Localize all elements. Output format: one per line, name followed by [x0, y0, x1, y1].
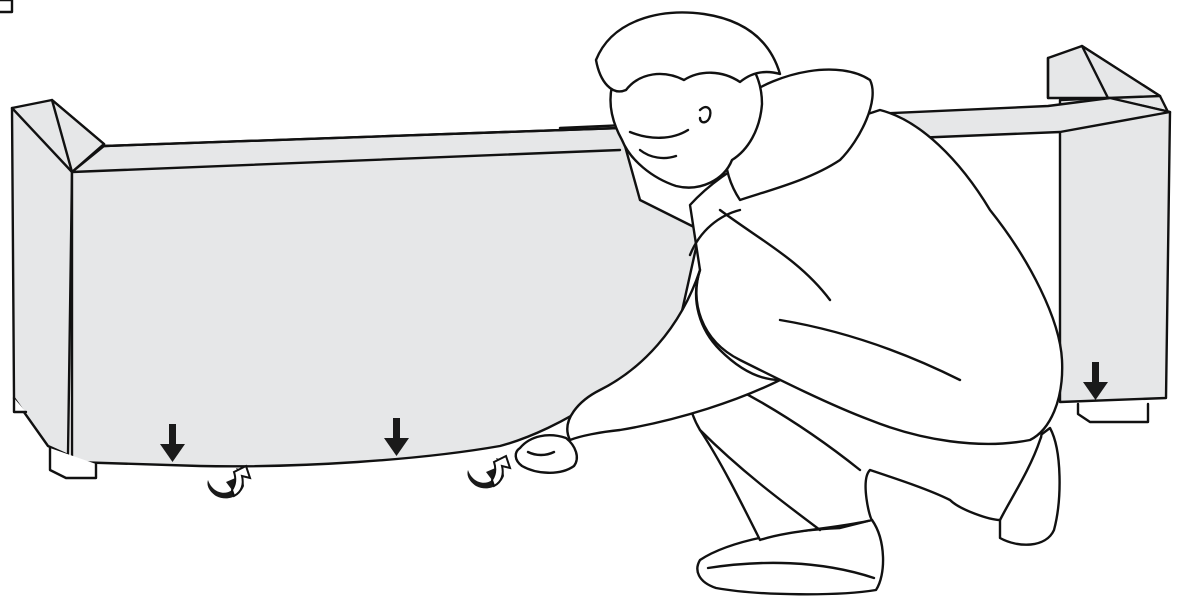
step-marker: [0, 0, 12, 12]
tuck-arrow-icon: [207, 466, 250, 498]
tuck-arrow-icon: [467, 456, 510, 488]
